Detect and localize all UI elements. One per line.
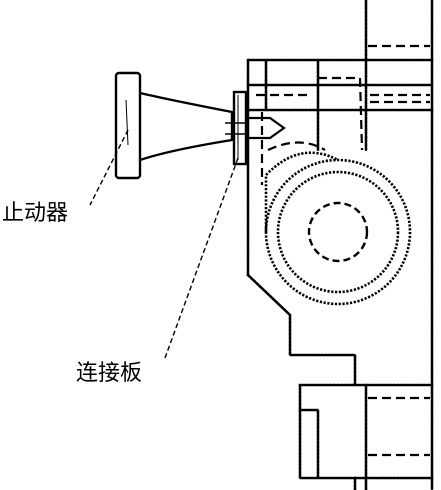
connecting-plate [232, 90, 248, 166]
hidden-lines [256, 44, 430, 457]
label-stop-actuator: 止动器 [2, 201, 68, 226]
stop-actuator [114, 71, 286, 180]
leader-line-connecting-plate [164, 157, 239, 359]
bushing [264, 151, 412, 306]
leader-line-stop-actuator [89, 129, 129, 206]
shaft-hidden [307, 201, 369, 263]
label-connecting-plate: 连接板 [76, 361, 142, 386]
housing [246, 0, 434, 490]
